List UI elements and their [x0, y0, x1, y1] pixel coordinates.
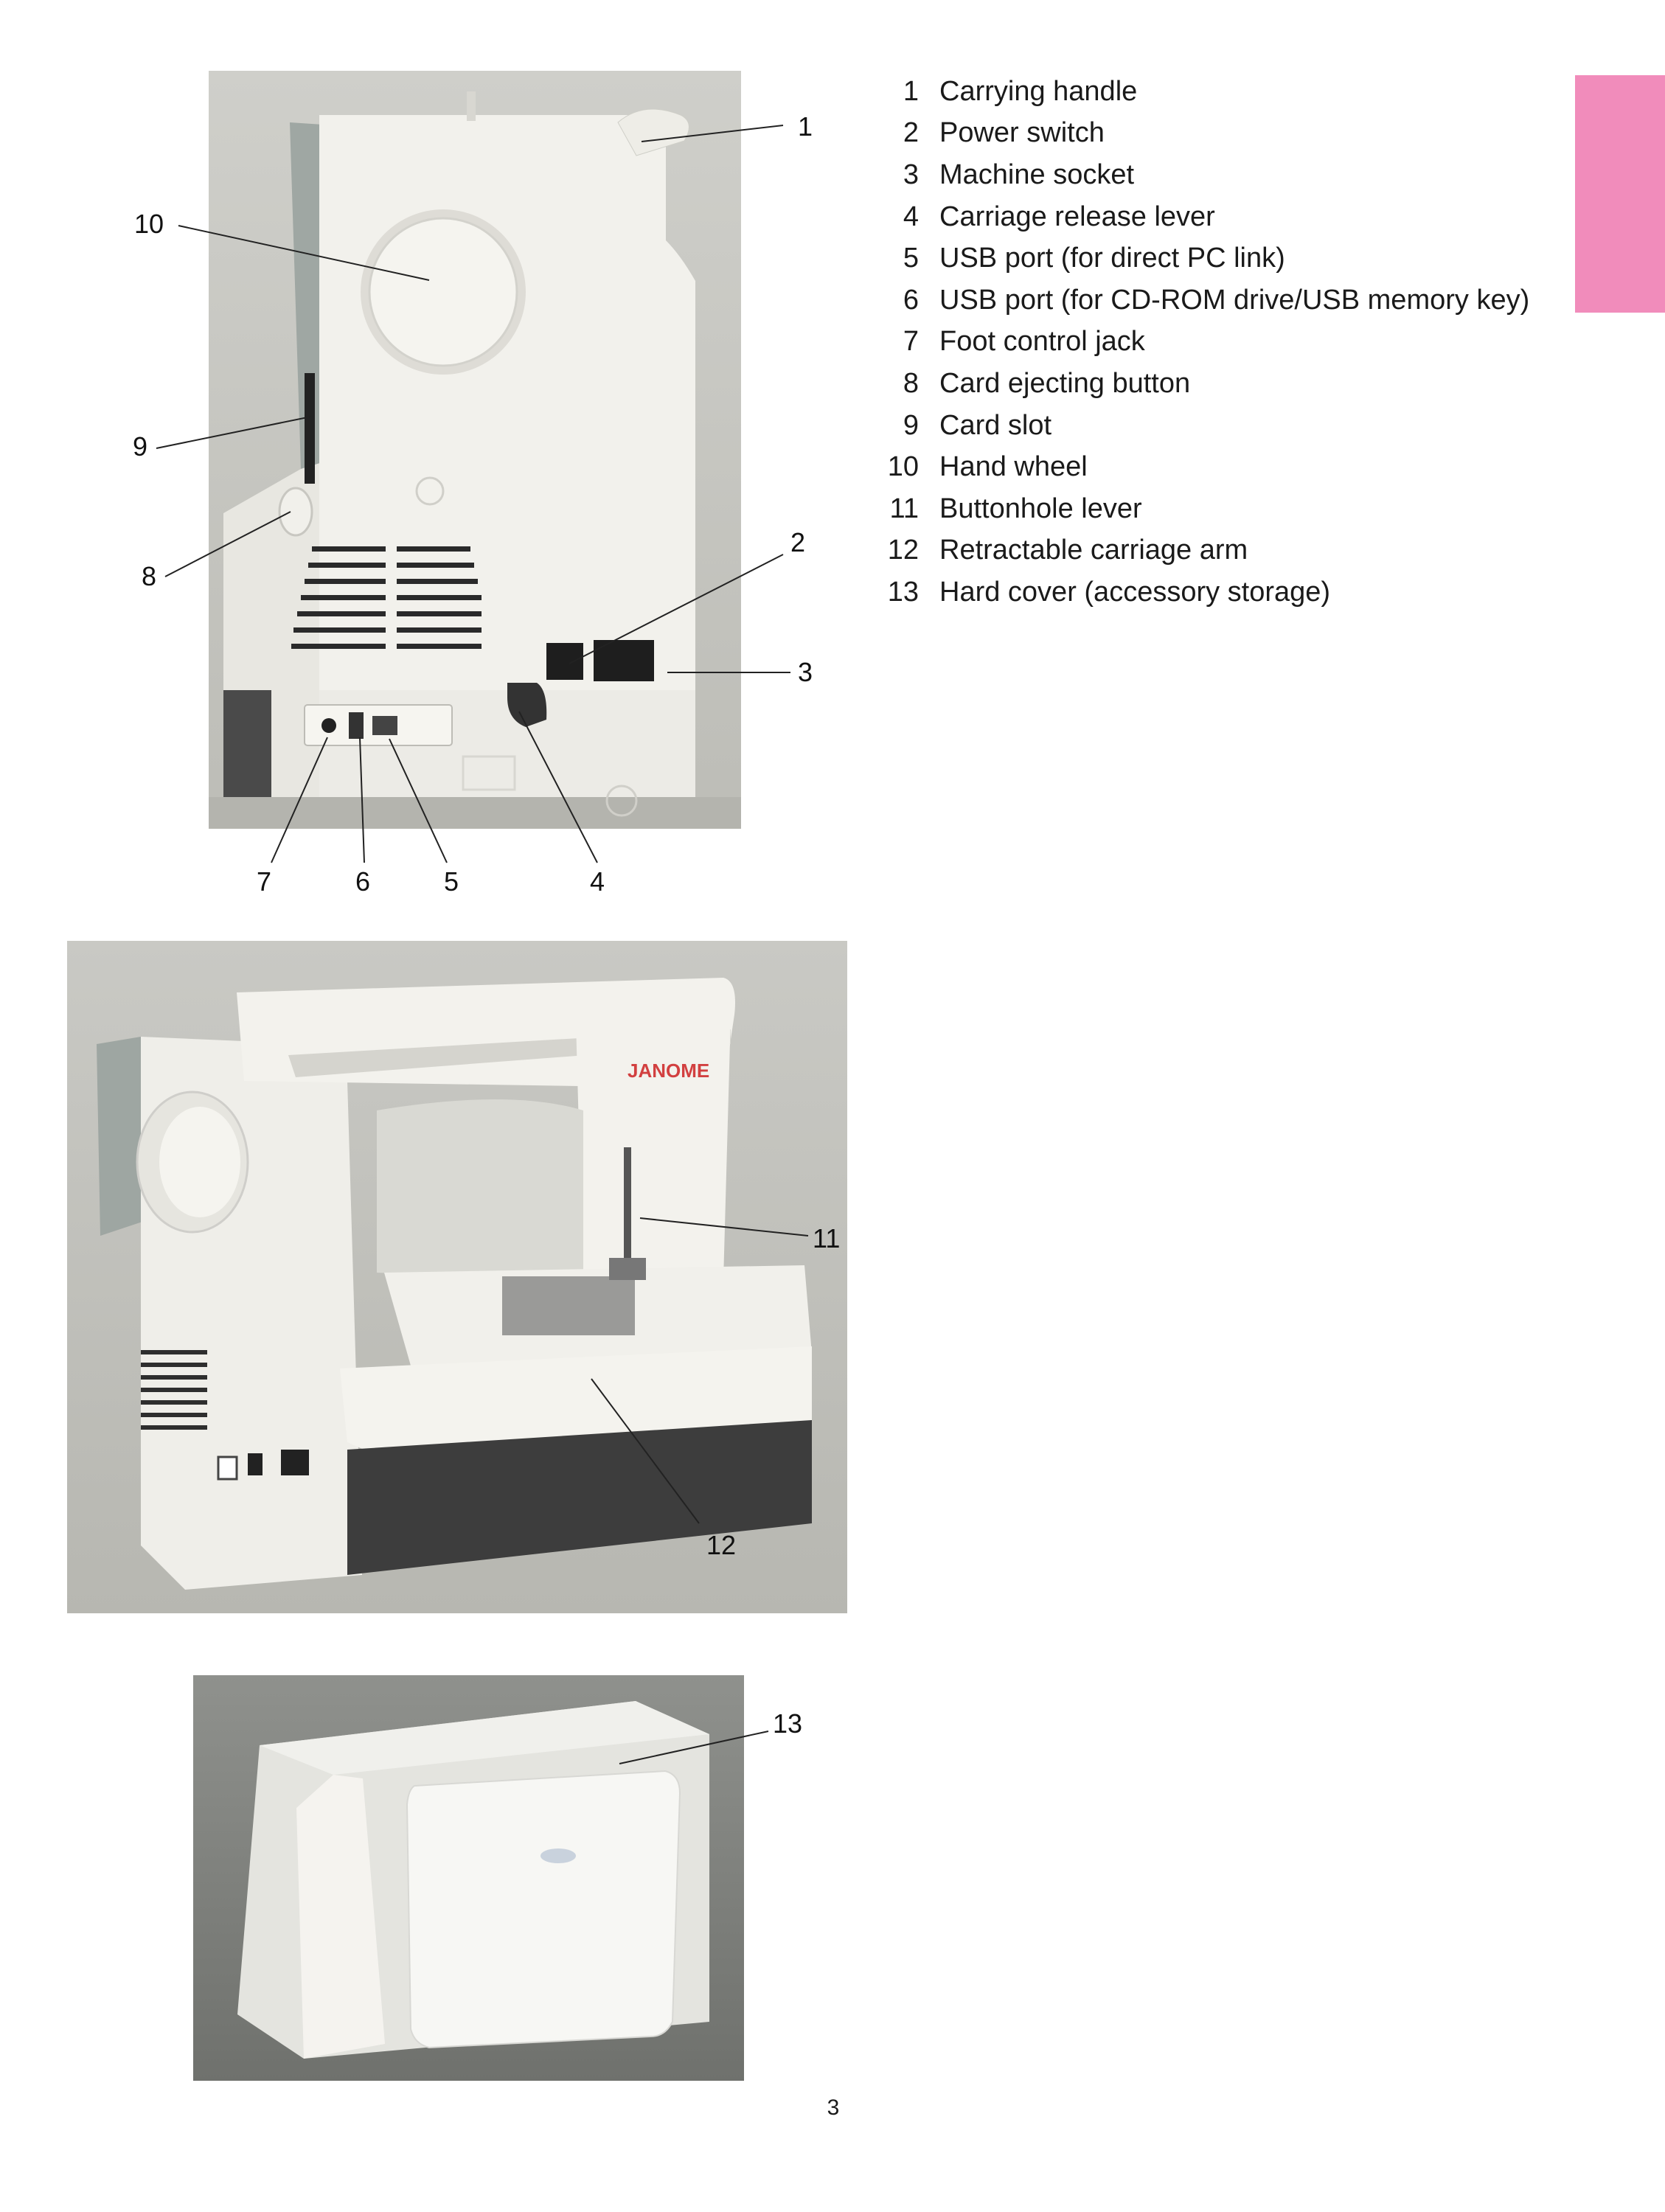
legend-number: 13	[887, 576, 919, 608]
front-view-photo: JANOME	[67, 941, 847, 1613]
legend-label: Foot control jack	[939, 326, 1145, 358]
legend-item: 4 Carriage release lever	[877, 196, 1571, 238]
legend-item: 5 USB port (for direct PC link)	[877, 237, 1571, 279]
legend-item: 3 Machine socket	[877, 154, 1571, 196]
legend-item: 7 Foot control jack	[877, 321, 1571, 364]
section-tab	[1575, 75, 1665, 313]
brand-logo: JANOME	[628, 1060, 709, 1082]
legend-number: 6	[903, 284, 919, 316]
legend-number: 7	[903, 326, 919, 358]
legend-item: 1 Carrying handle	[877, 71, 1571, 113]
legend-label: Retractable carriage arm	[939, 535, 1248, 566]
legend-label: Card ejecting button	[939, 367, 1191, 399]
legend-number: 10	[887, 451, 919, 483]
legend-item: 2 Power switch	[877, 113, 1571, 155]
legend-number: 5	[903, 243, 919, 274]
legend-item: 12 Retractable carriage arm	[877, 530, 1571, 572]
legend-item: 13 Hard cover (accessory storage)	[877, 571, 1571, 613]
legend-item: 10 Hand wheel	[877, 446, 1571, 488]
legend-label: USB port (for CD-ROM drive/USB memory ke…	[939, 284, 1530, 316]
legend-label: Carriage release lever	[939, 201, 1215, 232]
legend-number: 11	[889, 493, 919, 524]
legend-label: Machine socket	[939, 159, 1135, 190]
legend-number: 8	[903, 367, 919, 399]
legend-number: 12	[887, 535, 919, 566]
legend-item: 9 Card slot	[877, 405, 1571, 447]
legend-label: Card slot	[939, 409, 1052, 441]
legend-number: 3	[903, 159, 919, 190]
legend-number: 9	[903, 409, 919, 441]
legend-item: 8 Card ejecting button	[877, 363, 1571, 405]
hard-cover-photo	[193, 1675, 744, 2081]
legend-number: 4	[903, 201, 919, 232]
legend-number: 2	[903, 117, 919, 149]
legend-label: Carrying handle	[939, 75, 1138, 107]
side-view-photo	[209, 71, 741, 829]
page-number: 3	[827, 2096, 840, 2120]
legend-item: 6 USB port (for CD-ROM drive/USB memory k…	[877, 279, 1571, 321]
legend-label: Hard cover (accessory storage)	[939, 576, 1331, 608]
legend-label: Hand wheel	[939, 451, 1088, 483]
legend-number: 1	[903, 75, 919, 107]
legend-label: Power switch	[939, 117, 1105, 149]
legend-item: 11 Buttonhole lever	[877, 488, 1571, 530]
legend-label: Buttonhole lever	[939, 493, 1142, 524]
parts-legend: 1 Carrying handle 2 Power switch 3 Machine …	[877, 71, 1571, 613]
legend-label: USB port (for direct PC link)	[939, 243, 1285, 274]
